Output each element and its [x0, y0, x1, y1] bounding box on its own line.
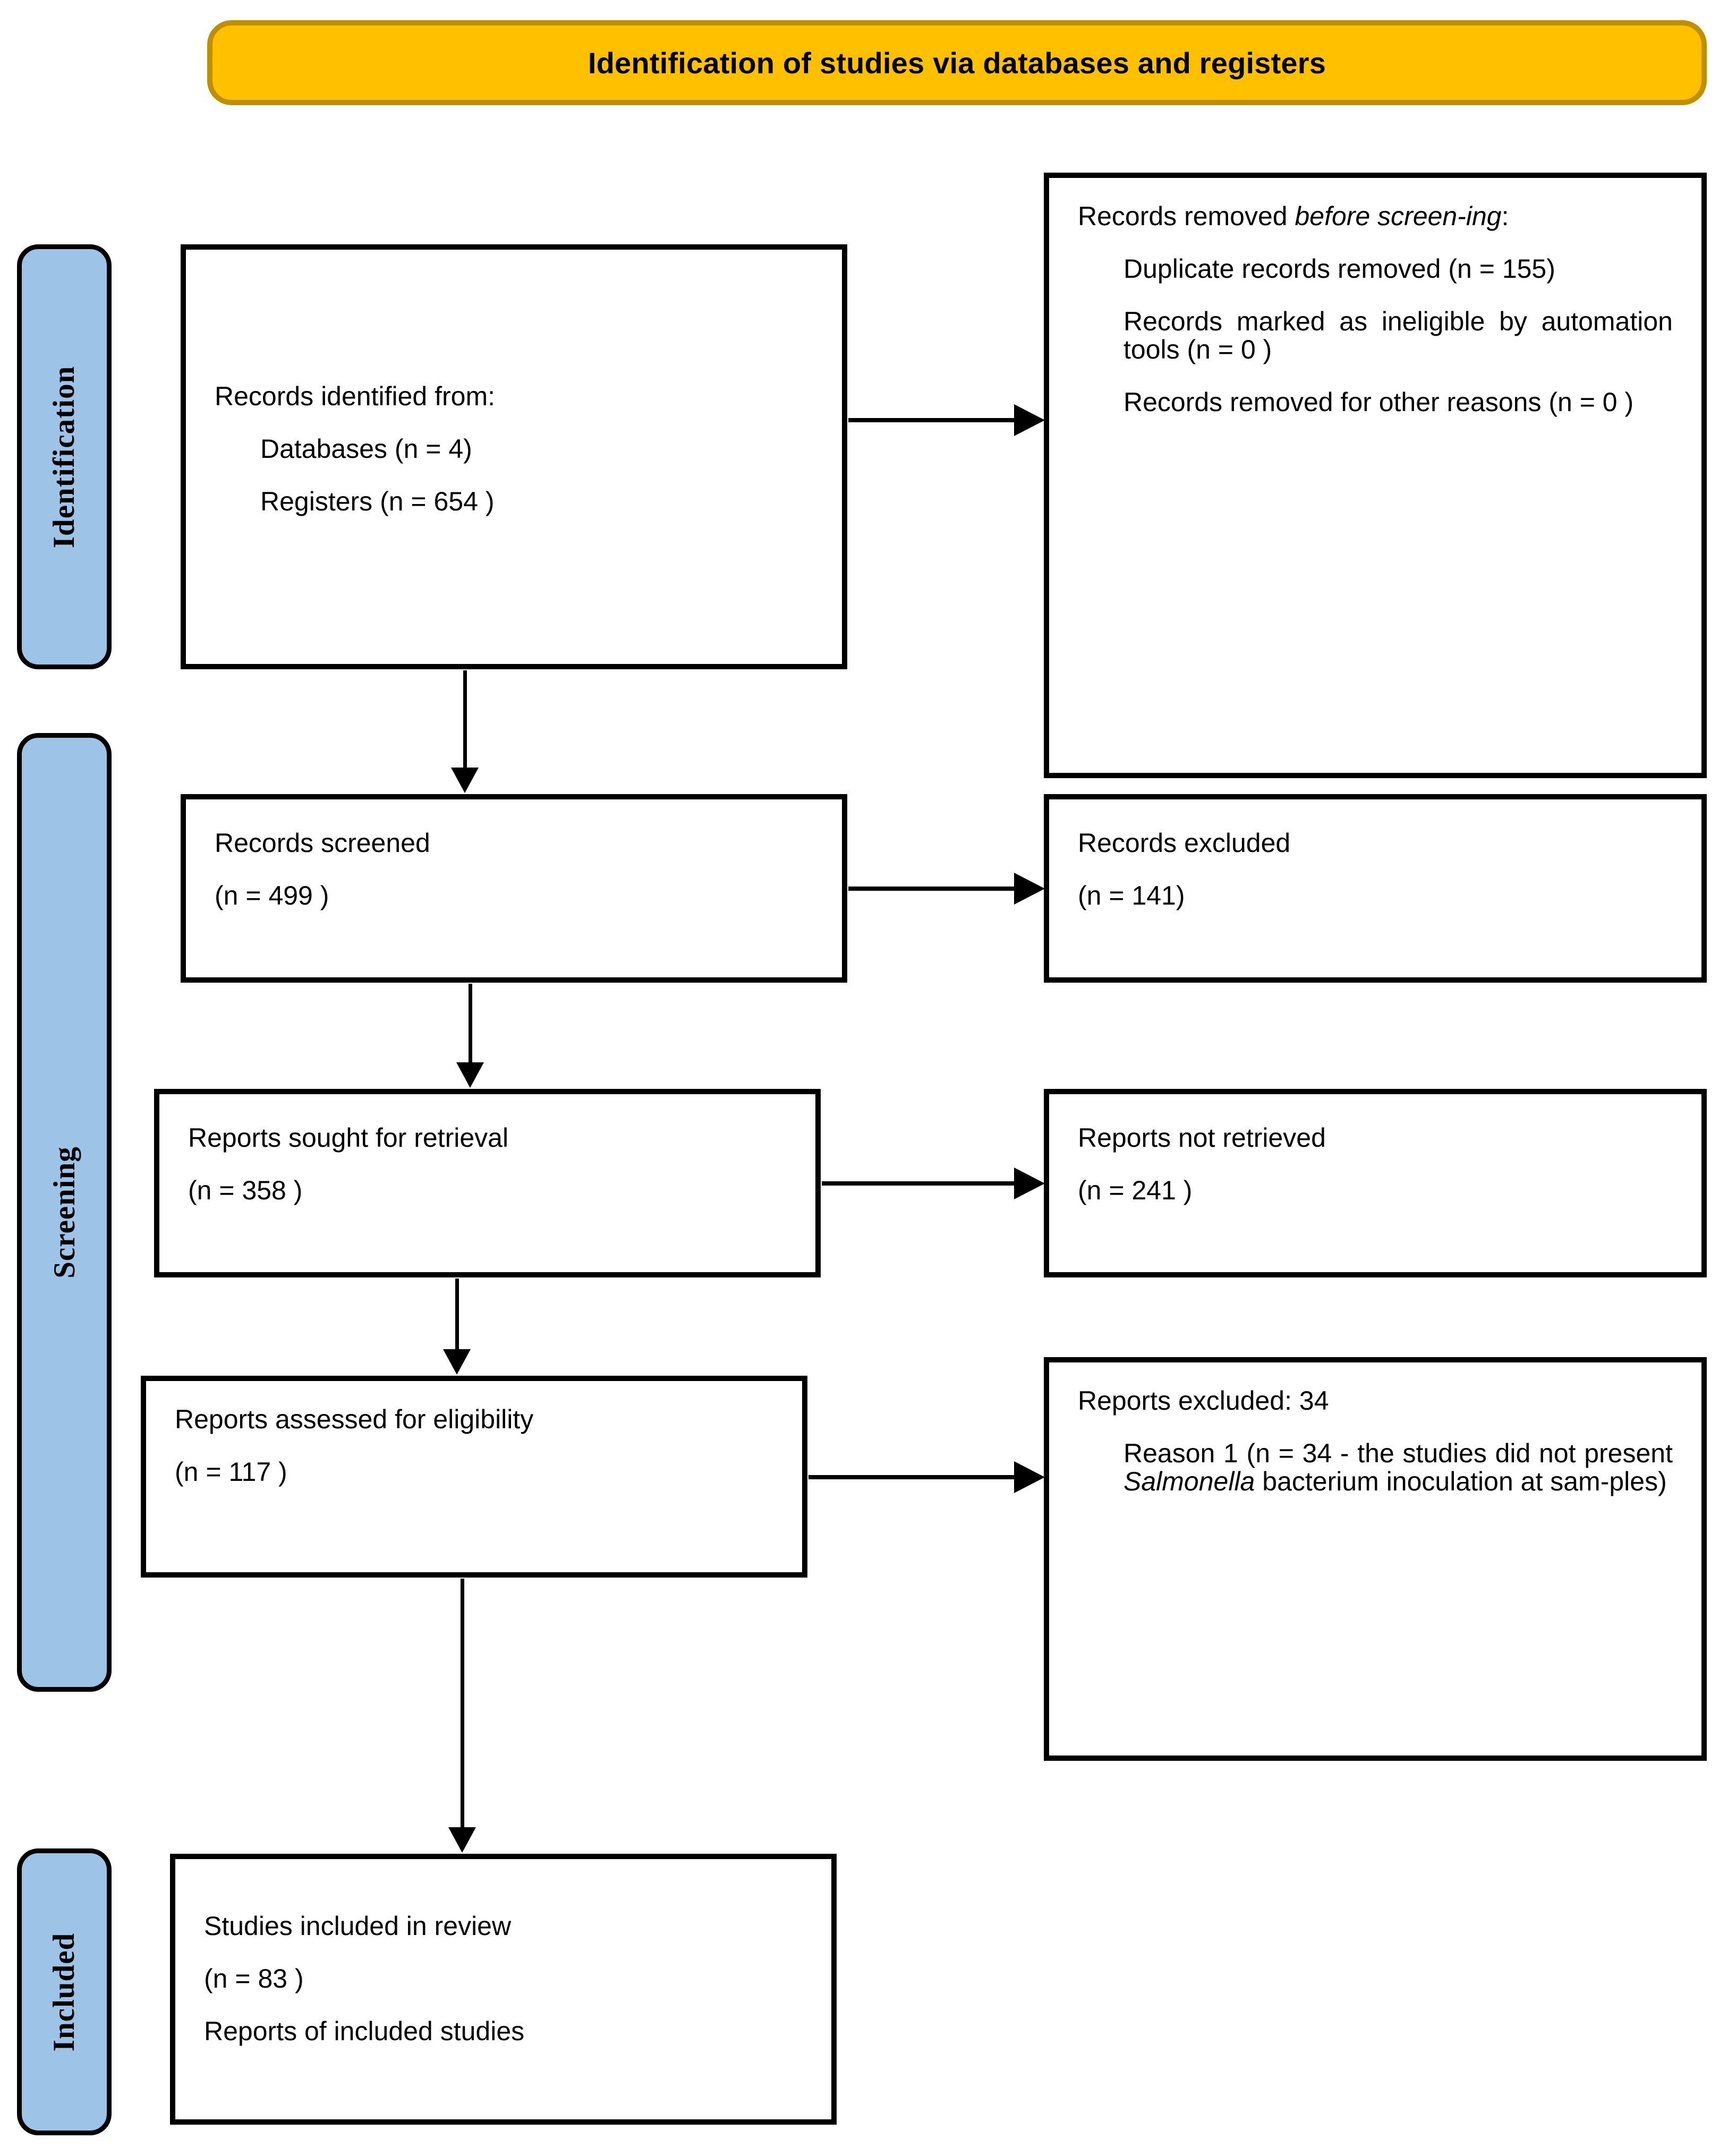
arrow-head-icon [448, 1827, 476, 1853]
arrow-shaft [455, 1279, 459, 1349]
right-arrow-assessed-to-reports-excluded [808, 1461, 1045, 1494]
right-arrow-identified-to-removed [848, 404, 1045, 437]
records-removed-heading-colon: : [1501, 201, 1509, 231]
arrow-head-icon [1014, 1461, 1045, 1493]
arrow-head-icon [456, 1062, 484, 1088]
reports-excluded-reason-italic: Salmonella [1123, 1467, 1255, 1496]
reports-excluded-heading: Reports excluded: 34 [1078, 1386, 1329, 1416]
records-removed-other: Records removed for other reasons (n = 0… [1123, 387, 1634, 417]
arrow-shaft [463, 670, 467, 768]
box-reports-not-retrieved: Reports not retrieved (n = 241 ) [1044, 1089, 1707, 1277]
reports-sought-label: Reports sought for retrieval [188, 1123, 509, 1153]
records-removed-heading-plain: Records removed [1078, 201, 1295, 231]
records-identified-line1: Records identified from: [215, 381, 496, 411]
box-reports-assessed-for-eligibility: Reports assessed for eligibility (n = 11… [141, 1376, 807, 1578]
right-arrow-sought-to-not-retrieved [822, 1167, 1045, 1200]
reports-assessed-label: Reports assessed for eligibility [175, 1404, 534, 1434]
arrow-head-icon [443, 1349, 471, 1375]
box-records-identified: Records identified from: Databases (n = … [181, 244, 847, 669]
arrow-shaft [848, 418, 1014, 422]
records-excluded-count: (n = 141) [1078, 881, 1185, 910]
box-reports-excluded-reasons: Reports excluded: 34 Reason 1 (n = 34 - … [1044, 1357, 1707, 1761]
stage-included-text: Included [47, 1932, 81, 2051]
stage-label-identification: Identification [17, 244, 112, 669]
down-arrow-assessed-to-included [446, 1579, 478, 1853]
records-removed-heading: Records removed before screen-ing: [1078, 202, 1673, 231]
down-arrow-screened-to-sought [454, 984, 486, 1088]
arrow-shaft [469, 984, 472, 1062]
studies-included-label: Studies included in review [204, 1911, 512, 1941]
arrow-shaft [808, 1475, 1014, 1479]
box-reports-sought-for-retrieval: Reports sought for retrieval (n = 358 ) [154, 1089, 821, 1277]
stage-screening-text: Screening [47, 1146, 81, 1279]
reports-excluded-reason1: Reason 1 (n = 34 - the studies did not p… [1123, 1439, 1673, 1496]
arrow-shaft [822, 1181, 1014, 1186]
arrow-head-icon [451, 768, 479, 793]
records-removed-heading-italic: before screen-ing [1295, 201, 1502, 231]
stage-label-included: Included [17, 1848, 112, 2135]
down-arrow-sought-to-assessed [441, 1279, 473, 1375]
records-identified-registers: Registers (n = 654 ) [260, 487, 495, 516]
reports-not-retrieved-count: (n = 241 ) [1078, 1175, 1193, 1205]
arrow-head-icon [1014, 873, 1045, 905]
stage-identification-text: Identification [47, 365, 81, 548]
box-records-screened: Records screened (n = 499 ) [181, 794, 847, 983]
arrow-shaft [461, 1579, 464, 1827]
arrow-head-icon [1014, 1168, 1045, 1199]
box-studies-included-in-review: Studies included in review (n = 83 ) Rep… [170, 1854, 837, 2125]
down-arrow-identified-to-screened [449, 670, 481, 793]
page-title: Identification of studies via databases … [588, 46, 1326, 80]
reports-excluded-reason-post: bacterium inoculation at sam-ples) [1255, 1467, 1667, 1496]
records-screened-count: (n = 499 ) [215, 881, 329, 910]
records-removed-ineligible: Records marked as ineligible by automati… [1123, 306, 1673, 364]
reports-not-retrieved-label: Reports not retrieved [1078, 1123, 1326, 1153]
box-records-removed-before-screening: Records removed before screen-ing: Dupli… [1044, 173, 1707, 778]
records-screened-label: Records screened [215, 828, 430, 858]
arrow-head-icon [1014, 404, 1045, 436]
records-removed-duplicate: Duplicate records removed (n = 155) [1123, 254, 1555, 284]
box-records-excluded: Records excluded (n = 141) [1044, 794, 1707, 983]
reports-assessed-count: (n = 117 ) [175, 1457, 287, 1487]
studies-included-reports: Reports of included studies [204, 2016, 525, 2046]
diagram-header-banner: Identification of studies via databases … [207, 20, 1707, 105]
studies-included-count: (n = 83 ) [204, 1964, 304, 1993]
right-arrow-screened-to-excluded [848, 872, 1045, 905]
reports-sought-count: (n = 358 ) [188, 1175, 303, 1205]
reports-excluded-reason-pre: Reason 1 (n = 34 - the studies did not p… [1123, 1438, 1673, 1468]
records-excluded-label: Records excluded [1078, 828, 1291, 858]
stage-label-screening: Screening [17, 733, 112, 1692]
arrow-shaft [848, 887, 1014, 891]
records-identified-databases: Databases (n = 4) [260, 434, 472, 464]
